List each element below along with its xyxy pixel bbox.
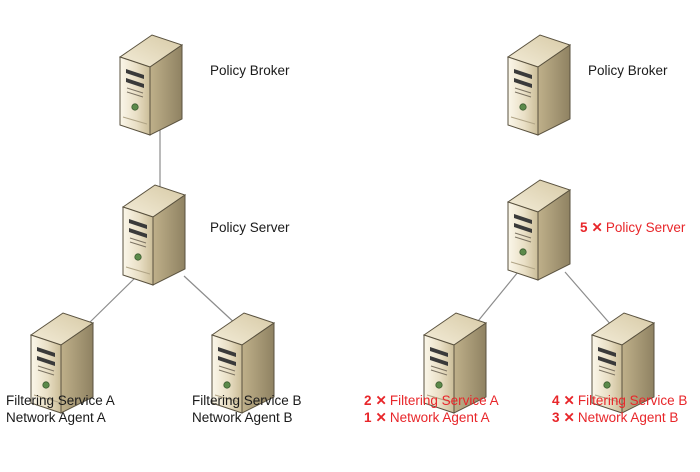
policy-server-label: Policy Server [210, 220, 290, 235]
removal-item-label: Network Agent A [389, 410, 490, 425]
link-server-agent-b-right [564, 271, 613, 327]
link-server-agent-a-right [473, 271, 519, 327]
removal-item-label: Network Agent B [577, 410, 679, 425]
x-mark-icon: ✕ [375, 410, 387, 425]
policy-broker-label: Policy Broker [210, 63, 290, 78]
removal-order-number: 5 [580, 220, 588, 235]
agent-b-line2-label: Network Agent B [192, 410, 293, 425]
removal-order-number: 4 [552, 393, 560, 408]
agent-b-line1-label: Filtering Service B [192, 393, 302, 408]
x-mark-icon: ✕ [591, 220, 603, 235]
policy-broker-label-right: Policy Broker [588, 63, 668, 78]
server-tower-icon [507, 34, 571, 136]
link-server-agent-a-left [85, 275, 138, 327]
x-mark-icon: ✕ [563, 410, 575, 425]
network-agent-a-removal-label: 1✕Network Agent A [364, 410, 490, 426]
agent-a-line1-label: Filtering Service A [6, 393, 115, 408]
removal-item-label: Policy Server [605, 220, 686, 235]
filtering-service-b-removal-label: 4✕Filtering Service B [552, 393, 687, 409]
server-tower-icon [119, 34, 183, 136]
server-tower-icon [122, 184, 186, 286]
link-server-agent-b-left [183, 275, 239, 327]
filtering-service-a-removal-label: 2✕Filtering Service A [364, 393, 499, 409]
removal-item-label: Filtering Service A [389, 393, 499, 408]
removal-item-label: Filtering Service B [577, 393, 688, 408]
connectors [85, 124, 613, 327]
server-tower-icon [507, 179, 571, 281]
network-agent-b-removal-label: 3✕Network Agent B [552, 410, 678, 426]
x-mark-icon: ✕ [563, 393, 575, 408]
removal-order-number: 1 [364, 410, 372, 425]
policy-server-removal-label: 5✕Policy Server [580, 220, 685, 236]
removal-order-number: 3 [552, 410, 560, 425]
agent-a-line2-label: Network Agent A [6, 410, 106, 425]
x-mark-icon: ✕ [375, 393, 387, 408]
removal-order-number: 2 [364, 393, 372, 408]
